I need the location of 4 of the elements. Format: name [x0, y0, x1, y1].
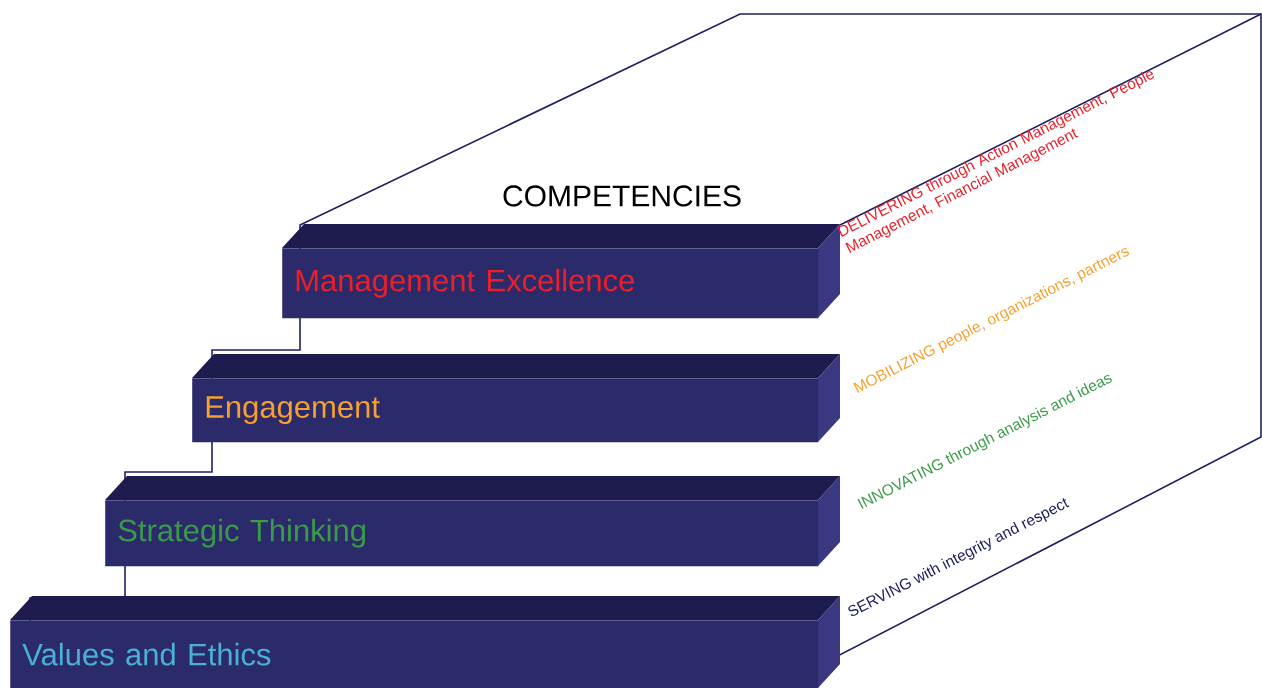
step-block: Strategic Thinking	[105, 476, 840, 567]
title: COMPETENCIES	[503, 185, 741, 207]
step-block: Engagement	[192, 354, 840, 443]
step-block: Values and Ethics	[10, 596, 840, 688]
